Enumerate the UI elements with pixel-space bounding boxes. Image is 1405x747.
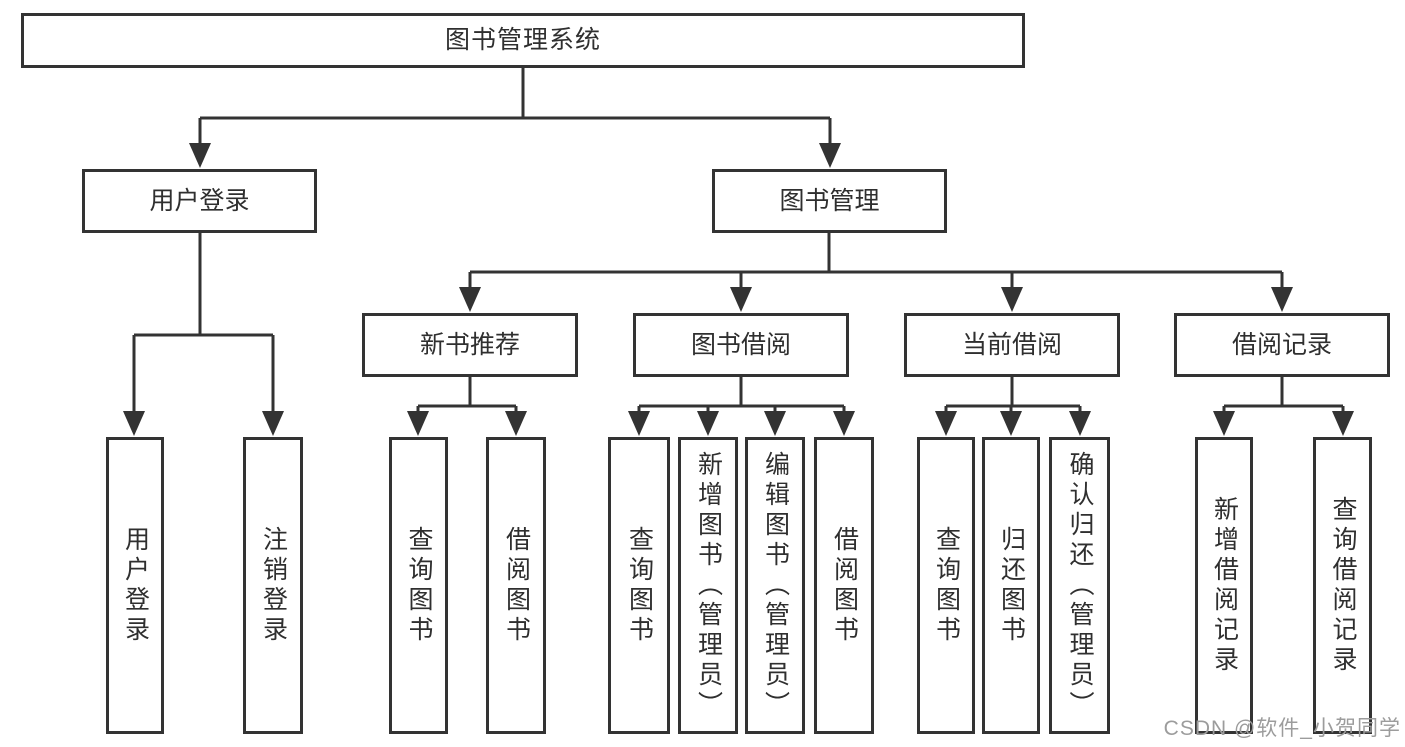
arrowhead-icons [123, 143, 1354, 436]
node-query-books-current: 查询图书 [917, 437, 975, 734]
node-query-borrow-record: 查询借阅记录 [1313, 437, 1372, 734]
connector-lines [132, 68, 1345, 415]
node-borrow-books: 借阅图书 [814, 437, 874, 734]
node-new-book-recommend: 新书推荐 [362, 313, 578, 377]
node-library-management-system: 图书管理系统 [21, 13, 1025, 68]
node-confirm-return-admin: 确认归还（管理员） [1049, 437, 1110, 734]
node-user-login-leaf: 用户登录 [106, 437, 164, 734]
node-logout-login: 注销登录 [243, 437, 303, 734]
node-add-books-admin: 新增图书（管理员） [678, 437, 738, 734]
node-book-management: 图书管理 [712, 169, 947, 233]
node-borrow-record: 借阅记录 [1174, 313, 1390, 377]
node-user-login: 用户登录 [82, 169, 317, 233]
node-add-borrow-record: 新增借阅记录 [1195, 437, 1253, 734]
node-current-borrow: 当前借阅 [904, 313, 1120, 377]
node-book-borrow: 图书借阅 [633, 313, 849, 377]
node-borrow-books-recommend: 借阅图书 [486, 437, 546, 734]
node-query-books-recommend: 查询图书 [389, 437, 448, 734]
watermark: CSDN @软件_小贺同学 [1163, 717, 1401, 740]
node-query-books-borrow: 查询图书 [608, 437, 670, 734]
node-return-books: 归还图书 [982, 437, 1040, 734]
node-edit-books-admin: 编辑图书（管理员） [745, 437, 805, 734]
